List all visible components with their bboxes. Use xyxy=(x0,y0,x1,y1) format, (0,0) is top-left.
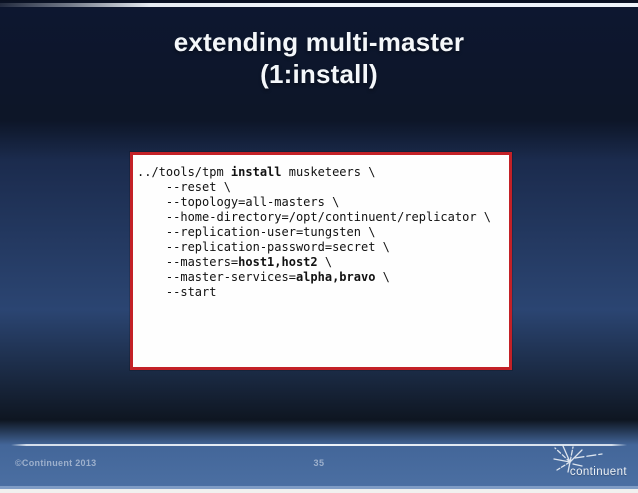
bottom-page-strip xyxy=(0,489,638,493)
code-line: --home-directory=/opt/continuent/replica… xyxy=(137,210,492,224)
code-line: ../tools/tpm install musketeers \ xyxy=(137,165,376,179)
code-line: --topology=all-masters \ xyxy=(137,195,340,209)
code-box: ../tools/tpm install musketeers \ --rese… xyxy=(130,152,512,370)
top-border-line xyxy=(0,3,638,7)
footer-divider-line xyxy=(11,444,627,446)
code-line: --reset \ xyxy=(137,180,231,194)
slide-title: extending multi-master (1:install) xyxy=(0,26,638,90)
continuent-logo: continuent xyxy=(542,444,634,486)
bottom-edge-line xyxy=(0,486,638,489)
copyright-text: ©Continuent 2013 xyxy=(15,458,97,468)
code-line: --masters=host1,host2 \ xyxy=(137,255,333,269)
title-line-2: (1:install) xyxy=(260,59,378,89)
page-number: 35 xyxy=(313,458,325,468)
starburst-icon xyxy=(553,445,603,473)
code-line: --replication-user=tungsten \ xyxy=(137,225,376,239)
code-block: ../tools/tpm install musketeers \ --rese… xyxy=(133,155,509,300)
code-line: --master-services=alpha,bravo \ xyxy=(137,270,390,284)
logo-wordmark: continuent xyxy=(569,466,627,478)
title-line-1: extending multi-master xyxy=(173,27,465,57)
code-line: --start xyxy=(137,285,217,299)
code-line: --replication-password=secret \ xyxy=(137,240,390,254)
